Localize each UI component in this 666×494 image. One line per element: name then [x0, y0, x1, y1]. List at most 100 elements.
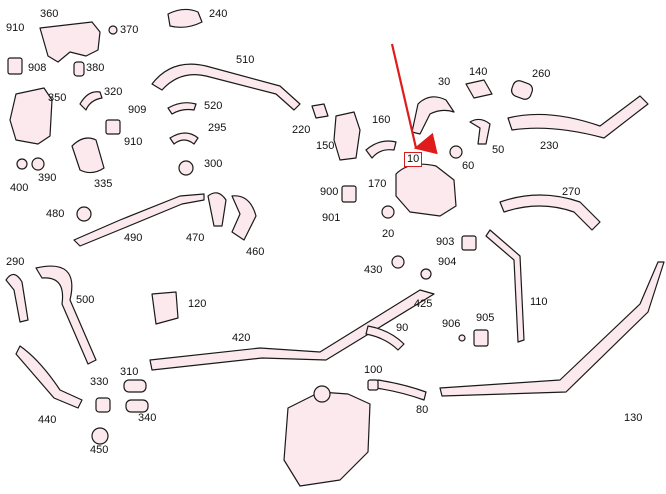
label-part-230[interactable]: 230 — [540, 140, 559, 152]
label-part-60[interactable]: 60 — [462, 160, 475, 172]
label-part-460[interactable]: 460 — [246, 246, 265, 258]
label-part-240[interactable]: 240 — [209, 8, 228, 20]
label-part-903[interactable]: 903 — [436, 236, 455, 248]
label-part-360[interactable]: 360 — [40, 8, 59, 20]
part-230-hose — [507, 95, 649, 139]
part-900-sensor — [341, 185, 357, 203]
part-370-screw — [108, 25, 118, 35]
pointer-arrow — [390, 43, 438, 155]
part-260-sleeve — [510, 80, 534, 100]
label-part-480[interactable]: 480 — [46, 208, 65, 220]
part-90-hose — [365, 325, 405, 351]
part-420-pipe — [149, 289, 435, 371]
label-part-390[interactable]: 390 — [38, 172, 57, 184]
label-part-440[interactable]: 440 — [38, 414, 57, 426]
label-part-420[interactable]: 420 — [232, 332, 251, 344]
label-part-490[interactable]: 490 — [124, 232, 143, 244]
label-part-310[interactable]: 310 — [120, 366, 139, 378]
label-part-901[interactable]: 901 — [322, 212, 341, 224]
label-part-906[interactable]: 906 — [442, 318, 461, 330]
part-100-clamp — [367, 379, 379, 391]
part-310-sleeve — [123, 379, 147, 393]
label-part-320[interactable]: 320 — [104, 86, 123, 98]
label-part-170[interactable]: 170 — [368, 178, 387, 190]
label-part-430[interactable]: 430 — [364, 264, 383, 276]
part-330-fitting — [95, 397, 111, 413]
part-360-bracket — [39, 21, 101, 63]
part-150-valve — [333, 111, 361, 161]
label-part-10[interactable]: 10 — [404, 152, 423, 167]
label-part-908[interactable]: 908 — [28, 62, 47, 74]
part-908-connector — [7, 57, 23, 75]
label-part-295[interactable]: 295 — [208, 122, 227, 134]
label-part-910[interactable]: 910 — [124, 136, 143, 148]
part-30-hose — [411, 96, 455, 135]
label-part-160[interactable]: 160 — [372, 114, 391, 126]
label-part-20[interactable]: 20 — [382, 228, 395, 240]
part-300-clamp — [178, 160, 194, 176]
part-510-hose — [151, 63, 301, 111]
part-290-hose — [5, 273, 29, 323]
part-335-bracket — [71, 137, 105, 174]
label-part-100[interactable]: 100 — [364, 364, 383, 376]
label-part-450[interactable]: 450 — [90, 444, 109, 456]
label-part-470[interactable]: 470 — [186, 232, 205, 244]
part-160-hose — [365, 140, 397, 159]
label-part-910[interactable]: 910 — [6, 22, 25, 34]
label-part-900[interactable]: 900 — [320, 186, 339, 198]
label-part-90[interactable]: 90 — [396, 322, 409, 334]
part-110-sensor — [485, 229, 525, 343]
label-part-380[interactable]: 380 — [86, 62, 105, 74]
label-part-340[interactable]: 340 — [138, 412, 157, 424]
part-60-clamp — [449, 145, 463, 159]
label-part-300[interactable]: 300 — [204, 158, 223, 170]
part-295-hose — [169, 132, 199, 145]
label-part-50[interactable]: 50 — [492, 144, 505, 156]
part-425-bracket — [420, 268, 432, 280]
label-part-130[interactable]: 130 — [624, 412, 643, 424]
part-reservoir-cap — [313, 385, 331, 403]
label-part-425[interactable]: 425 — [414, 298, 433, 310]
part-430-bolt — [391, 255, 405, 269]
label-part-330[interactable]: 330 — [90, 376, 109, 388]
label-part-370[interactable]: 370 — [120, 24, 139, 36]
label-part-510[interactable]: 510 — [236, 54, 255, 66]
part-909-connector — [105, 119, 121, 135]
part-906-screw — [458, 334, 466, 342]
label-part-140[interactable]: 140 — [469, 66, 488, 78]
label-part-290[interactable]: 290 — [6, 256, 25, 268]
part-320-hose — [79, 91, 103, 111]
part-240-cover — [167, 8, 203, 28]
part-120-clip — [151, 291, 179, 325]
part-20-plug — [381, 205, 395, 219]
label-part-500[interactable]: 500 — [76, 294, 95, 306]
label-part-909[interactable]: 909 — [128, 104, 147, 116]
label-part-905[interactable]: 905 — [476, 312, 495, 324]
label-part-150[interactable]: 150 — [316, 140, 335, 152]
part-350-valve — [9, 87, 53, 145]
label-part-270[interactable]: 270 — [562, 186, 581, 198]
label-part-350[interactable]: 350 — [48, 92, 67, 104]
part-460-elbow — [231, 195, 257, 241]
label-part-520[interactable]: 520 — [204, 100, 223, 112]
label-part-80[interactable]: 80 — [416, 404, 429, 416]
part-450-grommet — [91, 427, 109, 445]
label-part-220[interactable]: 220 — [292, 124, 311, 136]
label-part-260[interactable]: 260 — [532, 68, 551, 80]
label-part-30[interactable]: 30 — [438, 76, 451, 88]
part-520-hose — [167, 102, 197, 115]
part-480-nut — [76, 206, 92, 222]
label-part-110[interactable]: 110 — [530, 296, 548, 308]
label-part-335[interactable]: 335 — [94, 178, 113, 190]
label-part-120[interactable]: 120 — [188, 298, 207, 310]
part-130-pipe — [439, 261, 665, 397]
part-380-sleeve — [73, 61, 85, 77]
part-390-nut — [31, 157, 45, 171]
part-905-connector — [473, 329, 489, 347]
part-490-pipe — [73, 193, 205, 247]
part-500-pipe — [35, 265, 97, 365]
label-part-904[interactable]: 904 — [438, 256, 457, 268]
label-part-400[interactable]: 400 — [10, 182, 29, 194]
part-440-hose — [15, 345, 83, 409]
